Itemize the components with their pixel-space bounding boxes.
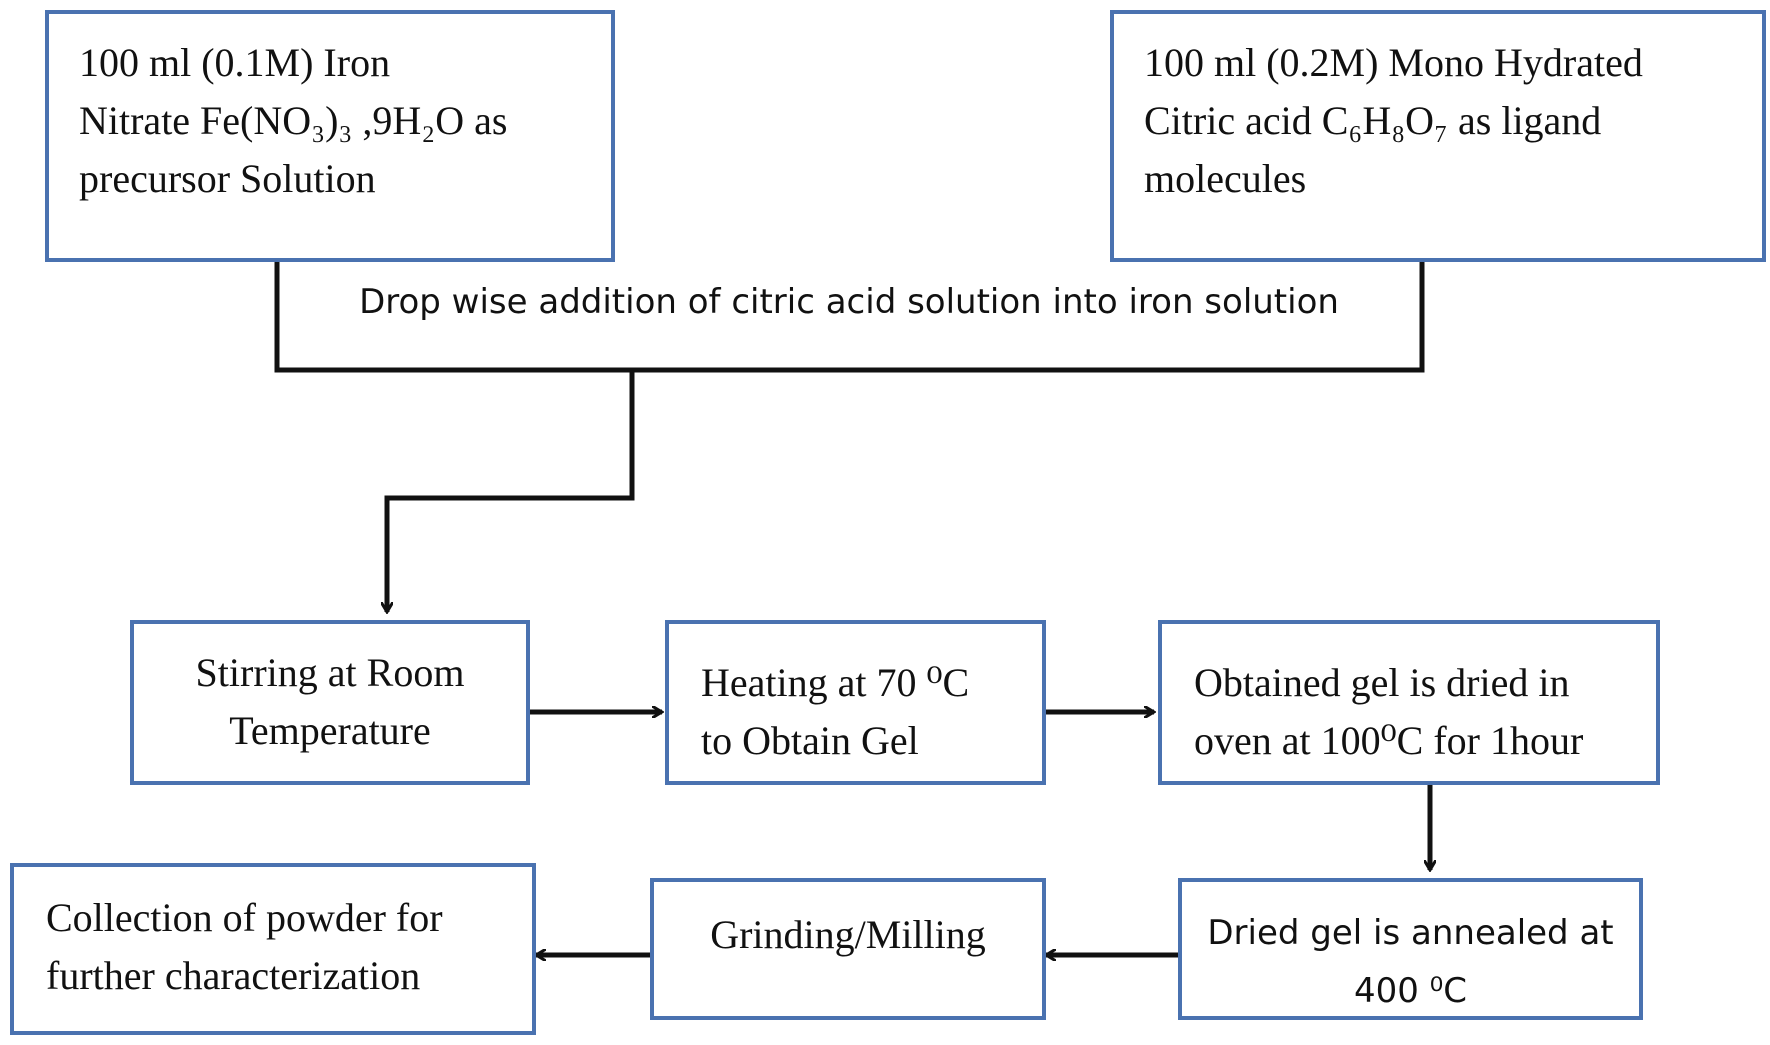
collection-box: Collection of powder for further charact… — [10, 863, 536, 1035]
drying-box: Obtained gel is dried in oven at 100⁰C f… — [1158, 620, 1660, 785]
annealing-box: Dried gel is annealed at 400 ⁰C — [1178, 878, 1643, 1020]
grinding-box: Grinding/Milling — [650, 878, 1046, 1020]
heating-line-2: to Obtain Gel — [701, 718, 919, 763]
iron-nitrate-line-1: 100 ml (0.1M) Iron — [79, 40, 391, 85]
heating-box: Heating at 70 ⁰C to Obtain Gel — [665, 620, 1046, 785]
drying-line-2: oven at 100⁰C for 1hour — [1194, 718, 1584, 763]
drying-line-1: Obtained gel is dried in — [1194, 660, 1570, 705]
merge-connector — [274, 262, 1425, 373]
grinding-line-1: Grinding/Milling — [710, 912, 986, 957]
annealing-line-2: 400 ⁰C — [1353, 971, 1468, 1011]
iron-nitrate-line-2: Nitrate Fe(NO₃)₃ ,9H₂O as — [79, 98, 508, 143]
annealing-line-1: Dried gel is annealed at — [1207, 913, 1614, 953]
arrow-to-stirring — [387, 370, 635, 612]
heating-line-1: Heating at 70 ⁰C — [701, 660, 970, 705]
merge-label: Drop wise addition of citric acid soluti… — [359, 282, 1339, 322]
iron-nitrate-line-3: precursor Solution — [79, 156, 376, 201]
stirring-line-1: Stirring at Room — [195, 650, 465, 695]
collection-line-1: Collection of powder for — [46, 895, 443, 940]
citric-acid-box: 100 ml (0.2M) Mono Hydrated Citric acid … — [1110, 10, 1766, 262]
stirring-line-2: Temperature — [229, 708, 431, 753]
citric-acid-line-2: Citric acid C₆H₈O₇ as ligand — [1144, 98, 1602, 143]
citric-acid-line-3: molecules — [1144, 156, 1307, 201]
citric-acid-line-1: 100 ml (0.2M) Mono Hydrated — [1144, 40, 1643, 85]
iron-nitrate-box: 100 ml (0.1M) Iron Nitrate Fe(NO₃)₃ ,9H₂… — [45, 10, 615, 262]
stirring-box: Stirring at Room Temperature — [130, 620, 530, 785]
collection-line-2: further characterization — [46, 953, 421, 998]
